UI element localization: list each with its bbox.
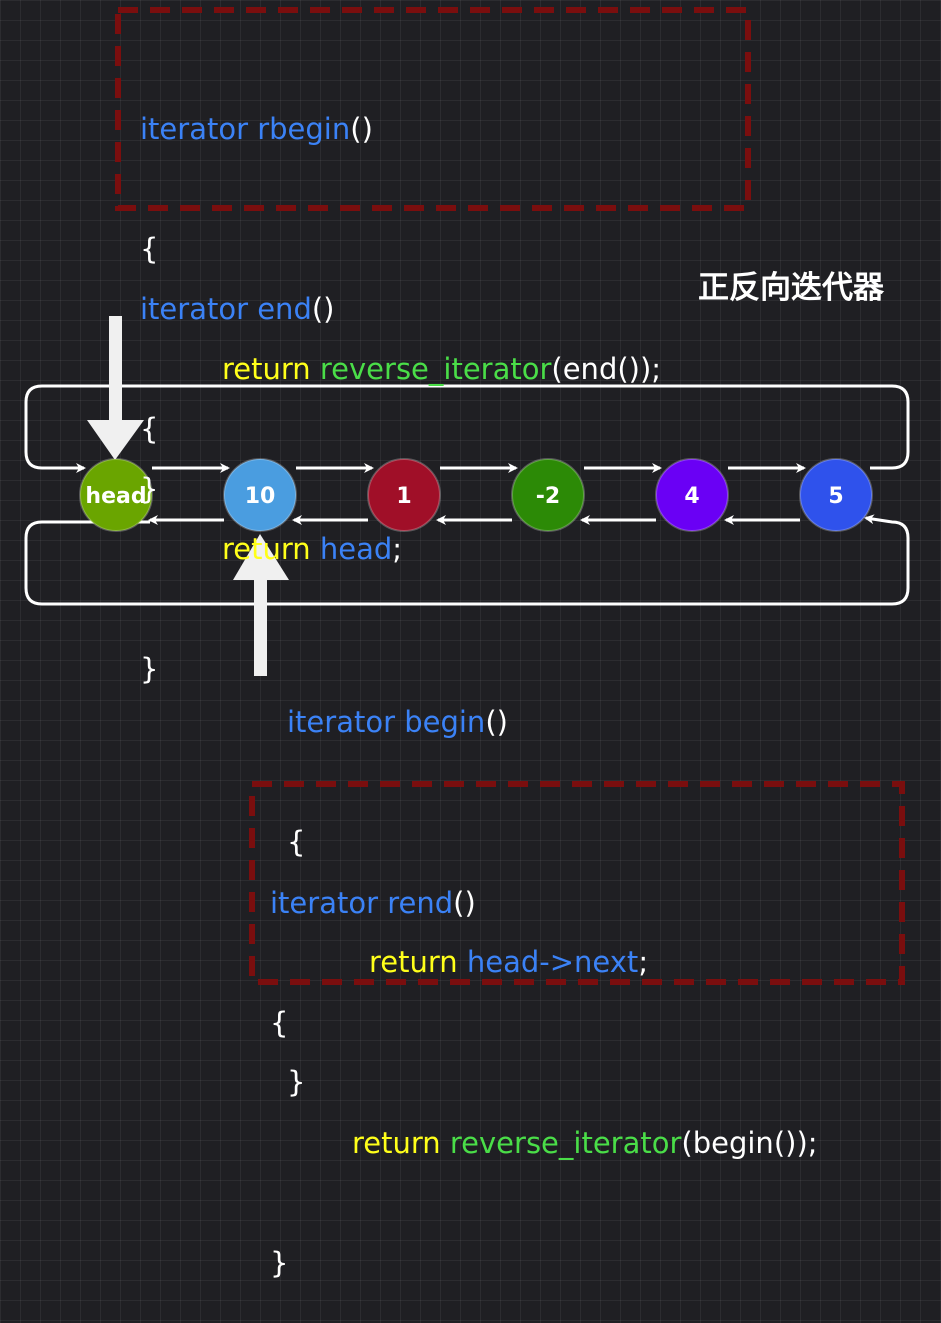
code-punct: ; <box>392 532 403 566</box>
code-keyword: iterator <box>270 886 378 920</box>
code-function-name: rbegin <box>257 112 351 146</box>
rend-highlight-box <box>249 781 905 985</box>
code-args: (end()); <box>551 352 662 386</box>
code-rbegin: iterator rbegin() { return reverse_itera… <box>140 29 661 549</box>
code-punct: ; <box>638 945 649 979</box>
node-circle <box>223 458 297 532</box>
code-punct: () <box>311 292 335 326</box>
code-brace: } <box>270 1246 289 1280</box>
node-circle <box>655 458 729 532</box>
code-brace: } <box>140 652 159 686</box>
node-circle <box>511 458 585 532</box>
code-keyword: iterator <box>287 705 395 739</box>
code-function-name: begin <box>404 705 486 739</box>
code-punct: () <box>453 886 476 920</box>
code-end: iterator end() { return head; } <box>140 209 402 729</box>
code-args: (begin()); <box>681 1126 818 1160</box>
code-rend: iterator rend() { return reverse_iterato… <box>270 803 818 1323</box>
code-call: reverse_iterator <box>449 1126 682 1160</box>
node-label: 4 <box>684 484 699 509</box>
top-loop-path <box>24 384 910 473</box>
node-label: -2 <box>536 484 560 509</box>
code-value: head <box>319 532 393 566</box>
code-keyword: iterator <box>140 112 248 146</box>
code-brace: } <box>140 472 159 506</box>
list-node: 4 <box>655 458 729 532</box>
code-return: return <box>369 945 458 979</box>
node-circle <box>367 458 441 532</box>
diagram-title: 正反向迭代器 <box>698 270 884 306</box>
code-function-name: rend <box>387 886 454 920</box>
node-label: 5 <box>828 484 843 509</box>
code-call: reverse_iterator <box>319 352 552 386</box>
list-node: 10 <box>223 458 297 532</box>
code-return: return <box>222 352 311 386</box>
code-return: return <box>222 532 311 566</box>
node-circle <box>79 458 153 532</box>
node-circle <box>799 458 873 532</box>
code-value: head->next <box>466 945 639 979</box>
bottom-loop-path <box>24 514 910 606</box>
code-brace: { <box>140 412 159 446</box>
code-punct: () <box>350 112 373 146</box>
code-brace: { <box>140 232 159 266</box>
code-brace: { <box>270 1006 289 1040</box>
node-label: 1 <box>396 484 411 509</box>
list-node: -2 <box>511 458 585 532</box>
code-brace: { <box>287 825 306 859</box>
code-return: return <box>352 1126 441 1160</box>
node-label: 10 <box>245 484 276 509</box>
code-function-name: end <box>257 292 312 326</box>
node-label: head <box>85 484 146 509</box>
begin-pointer-arrow <box>233 534 289 676</box>
list-node: 5 <box>799 458 873 532</box>
list-node: 1 <box>367 458 441 532</box>
end-pointer-arrow <box>87 316 144 460</box>
code-keyword: iterator <box>140 292 248 326</box>
code-punct: () <box>485 705 508 739</box>
linked-list-diagram: head 10 1 -2 4 5 <box>24 7 910 985</box>
head-node: head <box>79 458 153 532</box>
list-nodes: head 10 1 -2 4 5 <box>79 458 873 532</box>
